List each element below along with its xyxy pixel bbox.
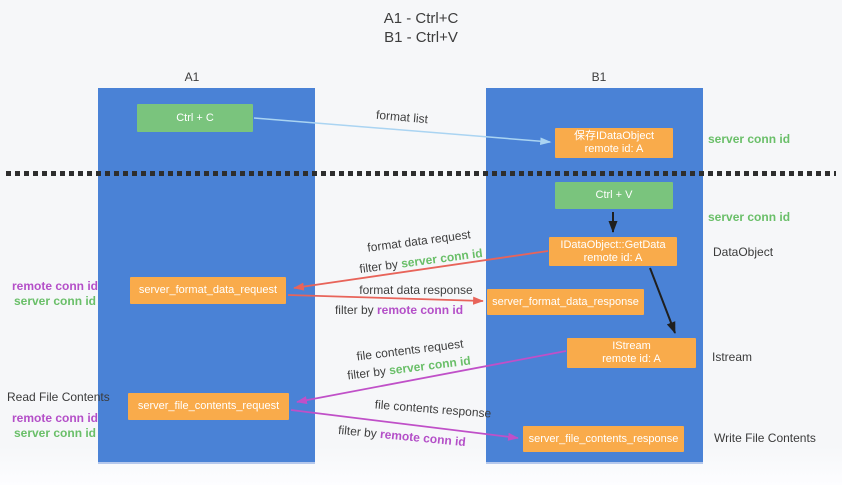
title-line-1: A1 - Ctrl+C bbox=[383, 10, 459, 27]
annotation-remote-conn-id: remote conn id bbox=[11, 279, 98, 293]
node-server-file-contents-request-label: server_file_contents_request bbox=[137, 400, 280, 412]
filter-prefix: filter by bbox=[334, 303, 374, 317]
filter-key-remote-conn-id: remote conn id bbox=[377, 303, 464, 317]
node-server-file-contents-request: server_file_contents_request bbox=[128, 393, 289, 420]
node-save-idataobject: 保存IDataObject remote id: A bbox=[555, 128, 673, 158]
node-ctrl-c: Ctrl + C bbox=[137, 104, 253, 132]
node-istream: IStream remote id: A bbox=[567, 338, 696, 368]
filter-key-remote-conn-id: remote conn id bbox=[379, 426, 467, 450]
node-server-format-data-request-label: server_format_data_request bbox=[138, 284, 278, 296]
node-save-idataobject-line2: remote id: A bbox=[584, 143, 644, 155]
label-format-list: format list bbox=[375, 107, 429, 127]
node-server-format-data-response: server_format_data_response bbox=[487, 289, 644, 315]
label-filter-remote-conn-2: filter by remote conn id bbox=[338, 423, 467, 449]
node-ctrl-v: Ctrl + V bbox=[555, 182, 673, 209]
filter-prefix: filter by bbox=[346, 363, 387, 383]
annotation-left-bottom: remote conn id server conn id bbox=[10, 411, 100, 441]
annotation-left-mid: remote conn id server conn id bbox=[10, 279, 100, 309]
node-idataobject-getdata: IDataObject::GetData remote id: A bbox=[549, 237, 677, 266]
label-filter-remote-conn-1: filter by remote conn id bbox=[335, 303, 463, 317]
separator-dotted-line bbox=[6, 171, 836, 176]
annotation-server-conn-id: server conn id bbox=[13, 426, 97, 440]
node-getdata-line2: remote id: A bbox=[583, 251, 643, 264]
annotation-server-conn-id: server conn id bbox=[13, 294, 97, 308]
node-ctrl-v-label: Ctrl + V bbox=[595, 189, 633, 201]
node-server-format-data-request: server_format_data_request bbox=[130, 277, 286, 304]
node-ctrl-c-label: Ctrl + C bbox=[176, 111, 214, 124]
node-getdata-line1: IDataObject::GetData bbox=[560, 238, 666, 251]
filter-prefix: filter by bbox=[337, 422, 378, 441]
annotation-remote-conn-id: remote conn id bbox=[11, 411, 98, 425]
filter-prefix: filter by bbox=[358, 257, 399, 277]
lane-b1-name: B1 bbox=[591, 70, 607, 84]
node-server-file-contents-response-label: server_file_contents_response bbox=[528, 432, 679, 445]
node-istream-line2: remote id: A bbox=[602, 353, 661, 365]
annotation-istream: Istream bbox=[712, 350, 753, 364]
label-file-contents-response: file contents response bbox=[374, 397, 492, 421]
title-line-2: B1 - Ctrl+V bbox=[384, 29, 458, 46]
node-istream-line1: IStream bbox=[612, 340, 651, 352]
node-server-format-data-response-label: server_format_data_response bbox=[492, 295, 639, 308]
annotation-write-file-contents: Write File Contents bbox=[714, 431, 816, 445]
label-format-data-response: format data response bbox=[359, 283, 473, 297]
diagram-title: A1 - Ctrl+C B1 - Ctrl+V bbox=[0, 9, 842, 47]
annotation-server-conn-id-mid: server conn id bbox=[708, 210, 791, 224]
node-server-file-contents-response: server_file_contents_response bbox=[523, 426, 684, 452]
lane-a1-name: A1 bbox=[184, 70, 200, 84]
annotation-dataobject: DataObject bbox=[713, 245, 774, 259]
annotation-read-file-contents: Read File Contents bbox=[7, 390, 110, 404]
annotation-server-conn-id-top: server conn id bbox=[708, 132, 791, 146]
node-save-idataobject-line1: 保存IDataObject bbox=[573, 130, 655, 142]
filter-key-server-conn-id: server conn id bbox=[400, 245, 484, 271]
